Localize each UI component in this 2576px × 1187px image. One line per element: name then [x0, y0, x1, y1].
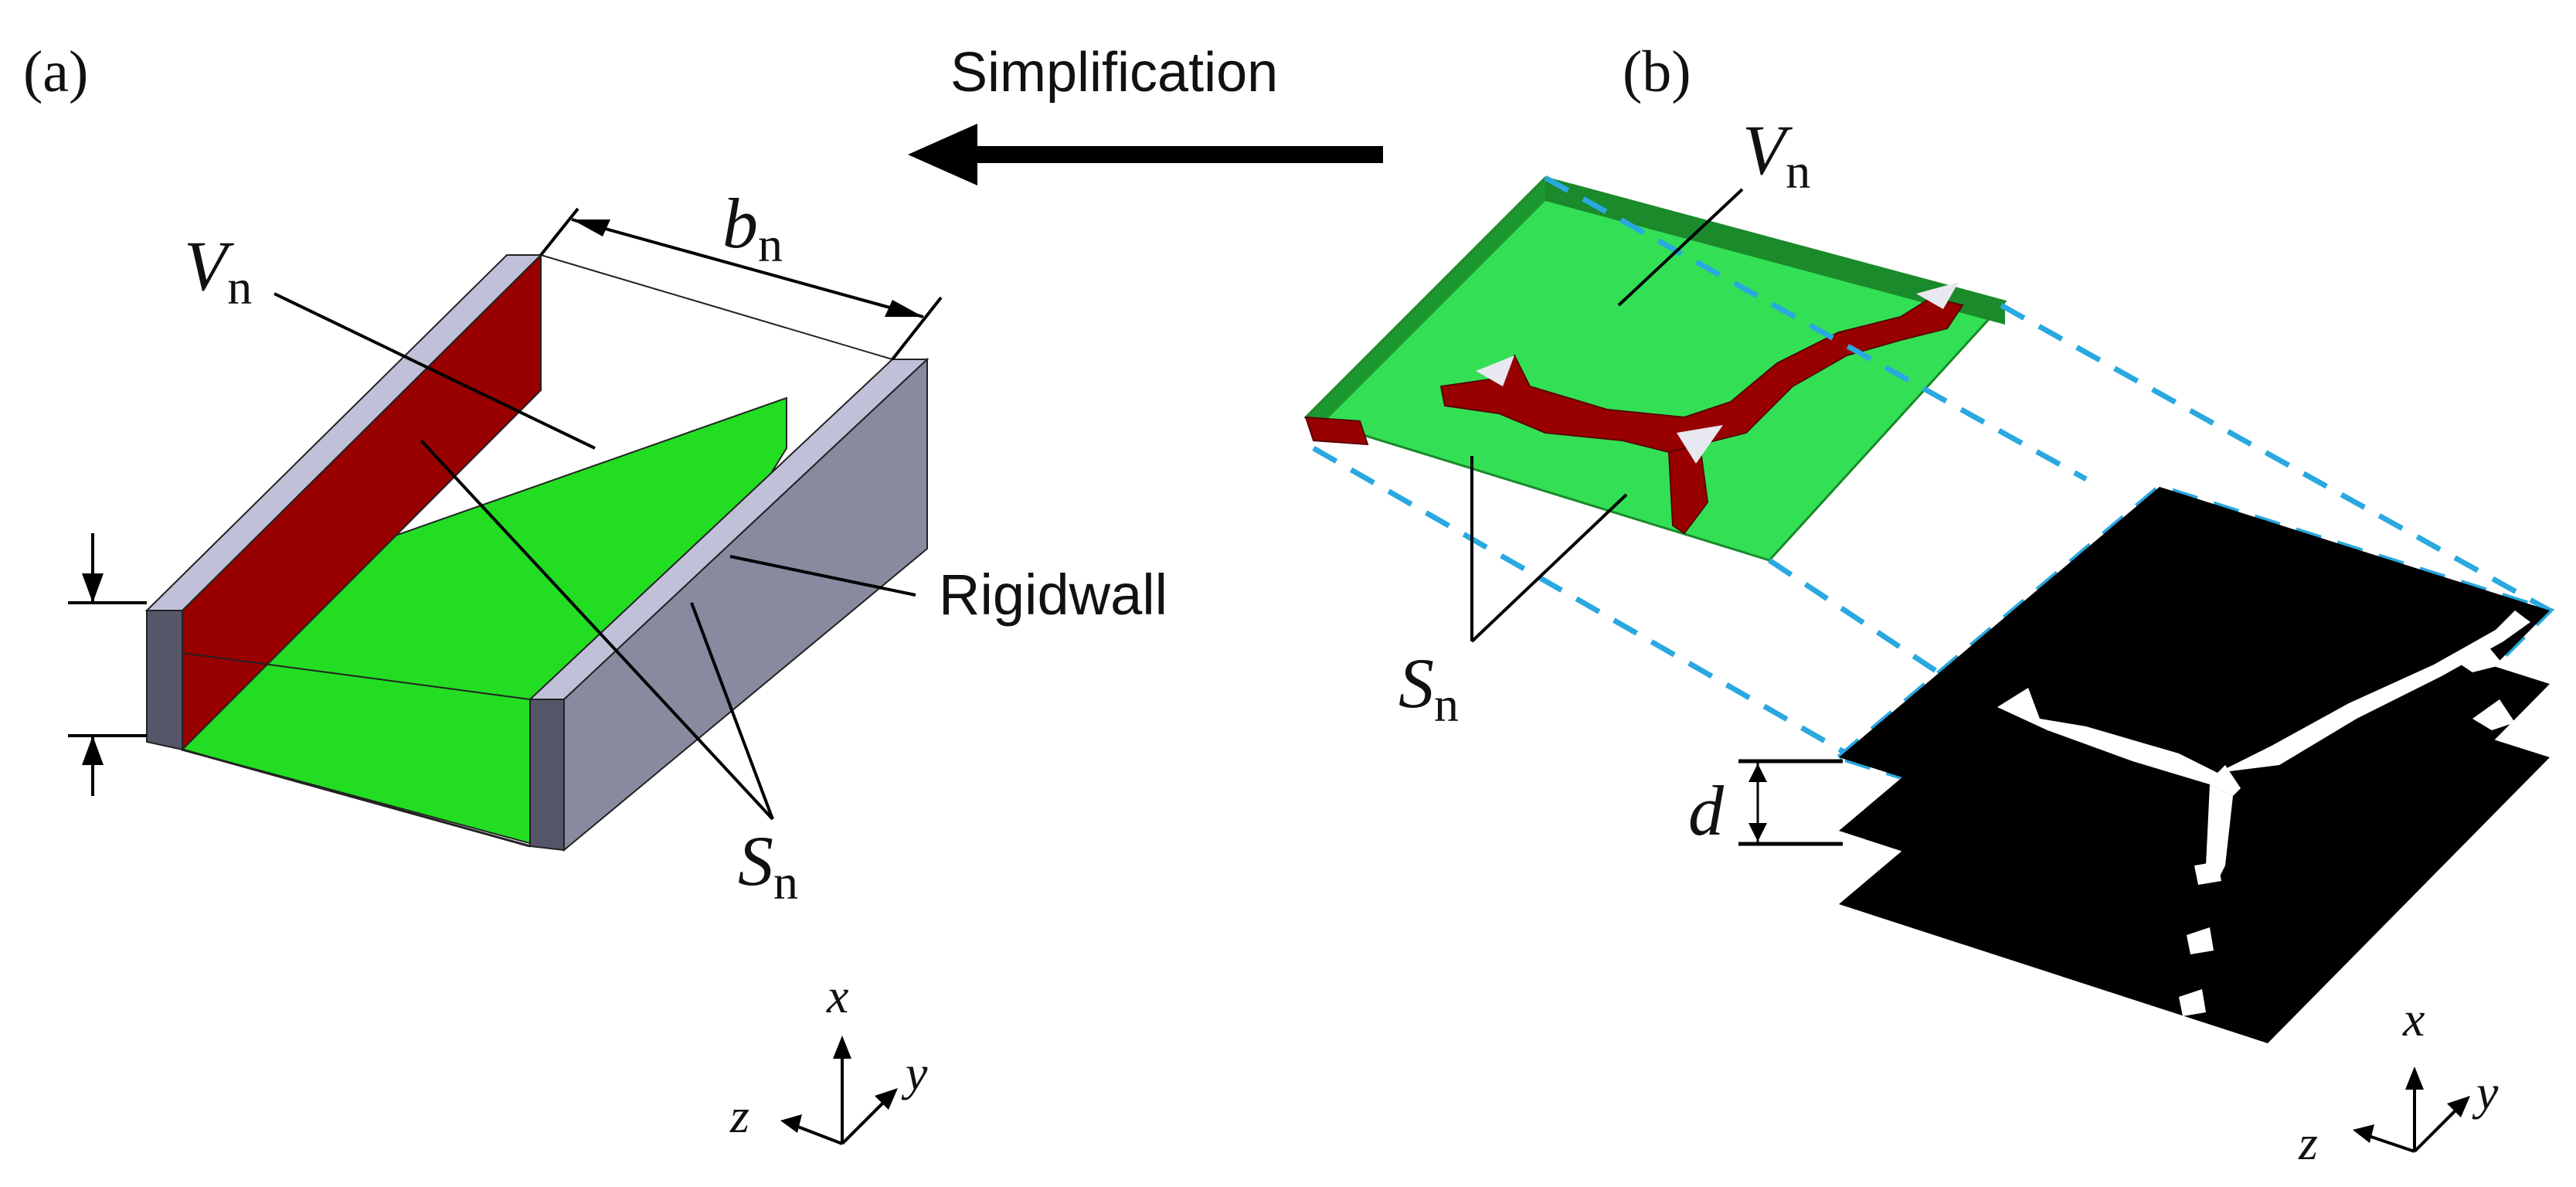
spacing-dimension — [1738, 759, 1843, 846]
volume-label-b: Vn — [1742, 111, 1810, 199]
left-wall-end — [146, 610, 183, 751]
axis-y-a: y — [901, 1046, 928, 1100]
slice-stack — [1839, 487, 2550, 1043]
spacing-label: d — [1688, 771, 1725, 850]
surface-leaders-b — [1470, 456, 1628, 643]
surface-label-a: Sn — [738, 821, 798, 910]
axis-z-b: z — [2298, 1115, 2318, 1170]
slice-1 — [1839, 487, 2550, 893]
rigidwall-label: Rigidwall — [939, 563, 1167, 627]
simplification-arrow — [908, 124, 1383, 185]
panel-a-model — [144, 253, 929, 852]
panel-b-model — [1303, 176, 2007, 562]
width-label: bn — [722, 184, 783, 272]
axis-x-a: x — [826, 968, 848, 1023]
surface-leaders-a — [420, 439, 774, 821]
volume-leader-b — [1617, 188, 1744, 307]
axis-z-a: z — [729, 1088, 749, 1143]
axis-y-b: y — [2472, 1065, 2499, 1120]
width-dimension — [539, 207, 943, 361]
panel-a-label: (a) — [23, 39, 88, 104]
right-wall-end — [529, 699, 565, 852]
axis-x-b: x — [2402, 991, 2425, 1046]
volume-leader-a — [274, 292, 596, 450]
simplification-label: Simplification — [950, 42, 1278, 104]
axis-triad-a — [780, 1036, 898, 1145]
panel-b-label: (b) — [1623, 39, 1691, 104]
slice-fracture-trace — [1997, 611, 2530, 881]
surface-label-b: Sn — [1398, 644, 1459, 732]
volume-label-a: Vn — [184, 226, 252, 315]
height-dimension — [68, 533, 147, 796]
axis-triad-b — [2353, 1066, 2470, 1153]
rigidwall-leader — [729, 555, 916, 597]
